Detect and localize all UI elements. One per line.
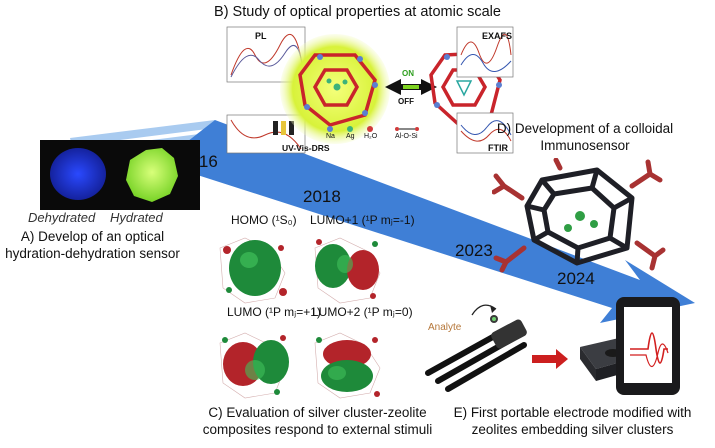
optical-properties-panel xyxy=(226,26,514,154)
red-arrow-icon xyxy=(532,349,568,369)
lumo-orbital-icon xyxy=(222,335,289,395)
on-label: ON xyxy=(402,69,414,78)
caption-d-line1: D) Development of a colloidal xyxy=(496,121,674,136)
pl-label: PL xyxy=(255,31,267,41)
figure-title: B) Study of optical properties at atomic… xyxy=(214,4,501,20)
dehydrated-sample-icon xyxy=(50,148,106,200)
tablet-display xyxy=(616,297,680,395)
immunosensor-cage xyxy=(492,158,666,273)
homo-label: HOMO (¹S₀) xyxy=(231,213,297,227)
caption-e-line2: zeolites embedding silver clusters xyxy=(471,422,674,437)
analyte-label: Analyte xyxy=(428,322,462,333)
ftir-plot xyxy=(456,112,514,154)
timeline-arrow xyxy=(160,120,695,323)
electrode-device-graphic xyxy=(425,297,680,395)
uv-label: UV-Vis-DRS xyxy=(282,143,330,153)
orbital-renders xyxy=(219,237,381,399)
year-label: 2024 xyxy=(557,269,595,288)
sensor-images xyxy=(40,140,200,210)
lumo-label: LUMO (¹P mⱼ=+1) xyxy=(227,305,321,319)
caption-c-line1: C) Evaluation of silver cluster-zeolite xyxy=(208,405,427,420)
homo-orbital-icon xyxy=(223,240,287,296)
caption-e-line1: E) First portable electrode modified wit… xyxy=(453,405,692,420)
exafs-label: EXAFS xyxy=(482,31,513,41)
light-stripe xyxy=(70,120,215,146)
legend-dots xyxy=(327,126,419,132)
caption-c-line2: composites respond to external stimuli xyxy=(202,422,433,437)
hydrated-sample-icon xyxy=(126,148,178,202)
legend-na: Na xyxy=(326,133,335,140)
lumo2-orbital-icon xyxy=(316,337,380,397)
caption-a-line1: A) Develop of an optical xyxy=(20,229,165,244)
ftir-label: FTIR xyxy=(488,143,508,153)
off-label: OFF xyxy=(398,97,414,106)
voltammogram-trace xyxy=(630,332,668,364)
year-label: 2018 xyxy=(303,187,341,206)
lumo1-orbital-icon xyxy=(315,239,379,299)
legend-al-o-si: Al-O-Si xyxy=(395,133,418,140)
exafs-plot xyxy=(456,26,514,78)
hydrated-label: Hydrated xyxy=(110,210,163,225)
year-label: 2023 xyxy=(455,241,493,260)
lumo2-label: LUMO+2 (¹P mⱼ=0) xyxy=(312,305,413,319)
dehydrated-label: Dehydrated xyxy=(28,210,96,225)
legend-h2o: H₂O xyxy=(364,133,378,140)
caption-d-line2: Immunosensor xyxy=(540,138,630,153)
legend-ag: Ag xyxy=(346,133,355,140)
caption-a-line2: hydration-dehydration sensor xyxy=(5,246,180,261)
lumo1-label: LUMO+1 (¹P mⱼ=-1) xyxy=(310,213,415,227)
antibody-icon xyxy=(492,158,666,273)
